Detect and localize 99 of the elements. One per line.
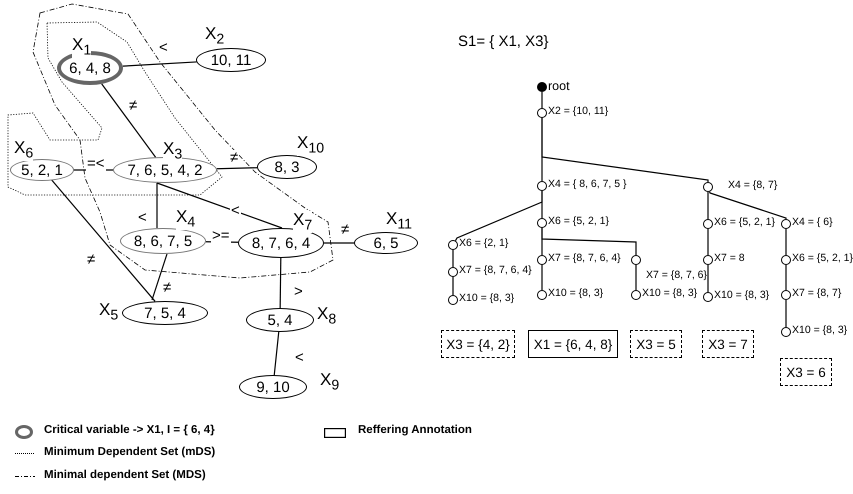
tree-branch <box>541 265 543 290</box>
assignment-label: X7 = {8, 7, 6, 4} <box>459 265 532 276</box>
tree-branch <box>541 92 543 108</box>
annotation-box: X3 = {4, 2} <box>441 330 515 358</box>
assignment-label: X10 = {8, 3} <box>714 290 770 300</box>
assignment-label: X10 = {8, 3} <box>459 293 514 304</box>
constraint-line <box>156 183 158 228</box>
assignment-label: X6 = {5, 2, 1} <box>714 217 776 228</box>
variable-name: X$_{1}$ <box>72 36 92 58</box>
assignment-label: X7 = {8, 7, 6, 4} <box>548 253 621 264</box>
assignment-label: X6 = {2, 1} <box>459 238 508 248</box>
tree-node-circle <box>781 255 791 265</box>
tree-node-circle <box>537 255 547 265</box>
variable-name: X$_{9}$ <box>320 371 340 393</box>
assignment-label: root <box>548 80 570 92</box>
tree-node-circle <box>537 218 547 228</box>
tree-branch <box>707 229 709 255</box>
tree-branch <box>452 250 454 267</box>
tree-node-circle <box>703 182 713 192</box>
tree-branch <box>707 192 709 219</box>
edge-label: ≠ <box>86 252 96 267</box>
variable-ellipse: 6, 5 <box>354 232 418 254</box>
legend-text: Minimal dependent Set (MDS) <box>44 469 206 481</box>
tree-branch <box>785 265 787 290</box>
tree-node-circle <box>537 108 547 118</box>
edge-label: ≠ <box>128 98 138 113</box>
legend-text: Critical variable -> X1, I = { 6, 4} <box>44 424 215 436</box>
variable-name: X$_{4}$ <box>176 208 196 230</box>
tree-branch <box>709 192 787 220</box>
tree-branch <box>785 229 787 255</box>
assignment-label: X10 = {8, 3} <box>792 325 848 336</box>
legend-text: Reffering Annotation <box>358 424 472 436</box>
constraint-line <box>280 258 282 308</box>
variable-name: X$_{8}$ <box>317 305 336 327</box>
tree-branch <box>541 118 709 182</box>
tree-branch <box>452 277 454 295</box>
assignment-label: X7 = {8, 7, 6} <box>646 270 708 280</box>
assignment-label: X10 = {8, 3} <box>642 288 698 298</box>
assignment-label: X7 = {8, 7} <box>792 288 842 298</box>
variable-ellipse: 5, 2, 1 <box>10 159 74 181</box>
tree-node-circle <box>703 292 713 302</box>
tree-node-circle <box>537 290 547 300</box>
variable-name: X$_{7}$ <box>293 211 312 233</box>
variable-name: X$_{3}$ <box>163 140 182 162</box>
edge-label: =< <box>86 156 106 171</box>
assignment-label: X6 = {5, 2, 1} <box>792 253 853 264</box>
tree-node-circle <box>703 255 713 265</box>
annotation-box: X1 = {6, 4, 8} <box>528 330 618 358</box>
assignment-label: X10 = {8, 3} <box>548 288 604 298</box>
constraint-line <box>274 332 280 376</box>
tree-node-circle <box>537 181 547 191</box>
constraint-line <box>206 241 238 243</box>
set-label: S1= { X1, X3} <box>458 33 548 50</box>
tree-branch <box>541 191 543 218</box>
assignment-label: X4 = { 8, 6, 7, 5 } <box>548 179 627 190</box>
constraint-line <box>74 169 113 171</box>
assignment-label: X6 = {5, 2, 1} <box>548 216 610 226</box>
tree-node-circle <box>448 295 458 305</box>
tree-node-circle <box>631 290 641 300</box>
constraint-line <box>122 61 196 67</box>
tree-branch <box>785 300 787 327</box>
tree-node-circle <box>537 82 547 92</box>
variable-name: X$_{10}$ <box>297 134 324 156</box>
variable-ellipse: 7, 5, 4 <box>122 301 208 325</box>
variable-ellipse: 10, 11 <box>196 48 266 72</box>
constraint-line <box>151 254 168 300</box>
annotation-box: X3 = 6 <box>780 358 832 386</box>
variable-ellipse: 5, 4 <box>246 308 314 332</box>
legend-text: Minimum Dependent Set (mDS) <box>44 446 216 458</box>
tree-node-circle <box>781 290 791 300</box>
edge-label: ≠ <box>340 222 350 237</box>
assignment-label: X7 = 8 <box>714 253 745 264</box>
tree-branch <box>707 265 709 292</box>
edge-label: ≠ <box>229 150 240 165</box>
variable-ellipse: 9, 10 <box>239 375 307 399</box>
constraint-line <box>324 242 354 244</box>
annotation-box: X3 = 7 <box>702 330 754 358</box>
assignment-label: X4 = { 6} <box>792 217 833 228</box>
tree-node-circle <box>781 219 791 229</box>
edge-label: >= <box>211 228 231 243</box>
tree-node-circle <box>781 327 791 337</box>
tree-branch <box>541 228 637 255</box>
variable-ellipse: 8, 3 <box>257 155 317 179</box>
tree-node-circle <box>703 219 713 229</box>
assignment-label: X2 = {10, 11} <box>548 106 608 116</box>
tree-node-circle <box>631 255 641 265</box>
constraint-line <box>216 167 258 170</box>
variable-ellipse: 8, 7, 6, 4 <box>238 228 324 258</box>
tree-branch <box>635 265 637 290</box>
annotation-box: X3 = 5 <box>630 330 682 358</box>
constraint-line <box>156 182 282 229</box>
tree-node-circle <box>448 267 458 277</box>
assignment-label: X4 = {8, 7} <box>728 180 778 190</box>
edge-label: ≠ <box>162 280 172 295</box>
constraint-line <box>101 84 156 158</box>
tree-node-circle <box>448 240 458 250</box>
variable-name: X$_{5}$ <box>99 301 118 323</box>
variable-name: X$_{6}$ <box>14 139 34 161</box>
variable-ellipse: 8, 6, 7, 5 <box>120 228 206 254</box>
